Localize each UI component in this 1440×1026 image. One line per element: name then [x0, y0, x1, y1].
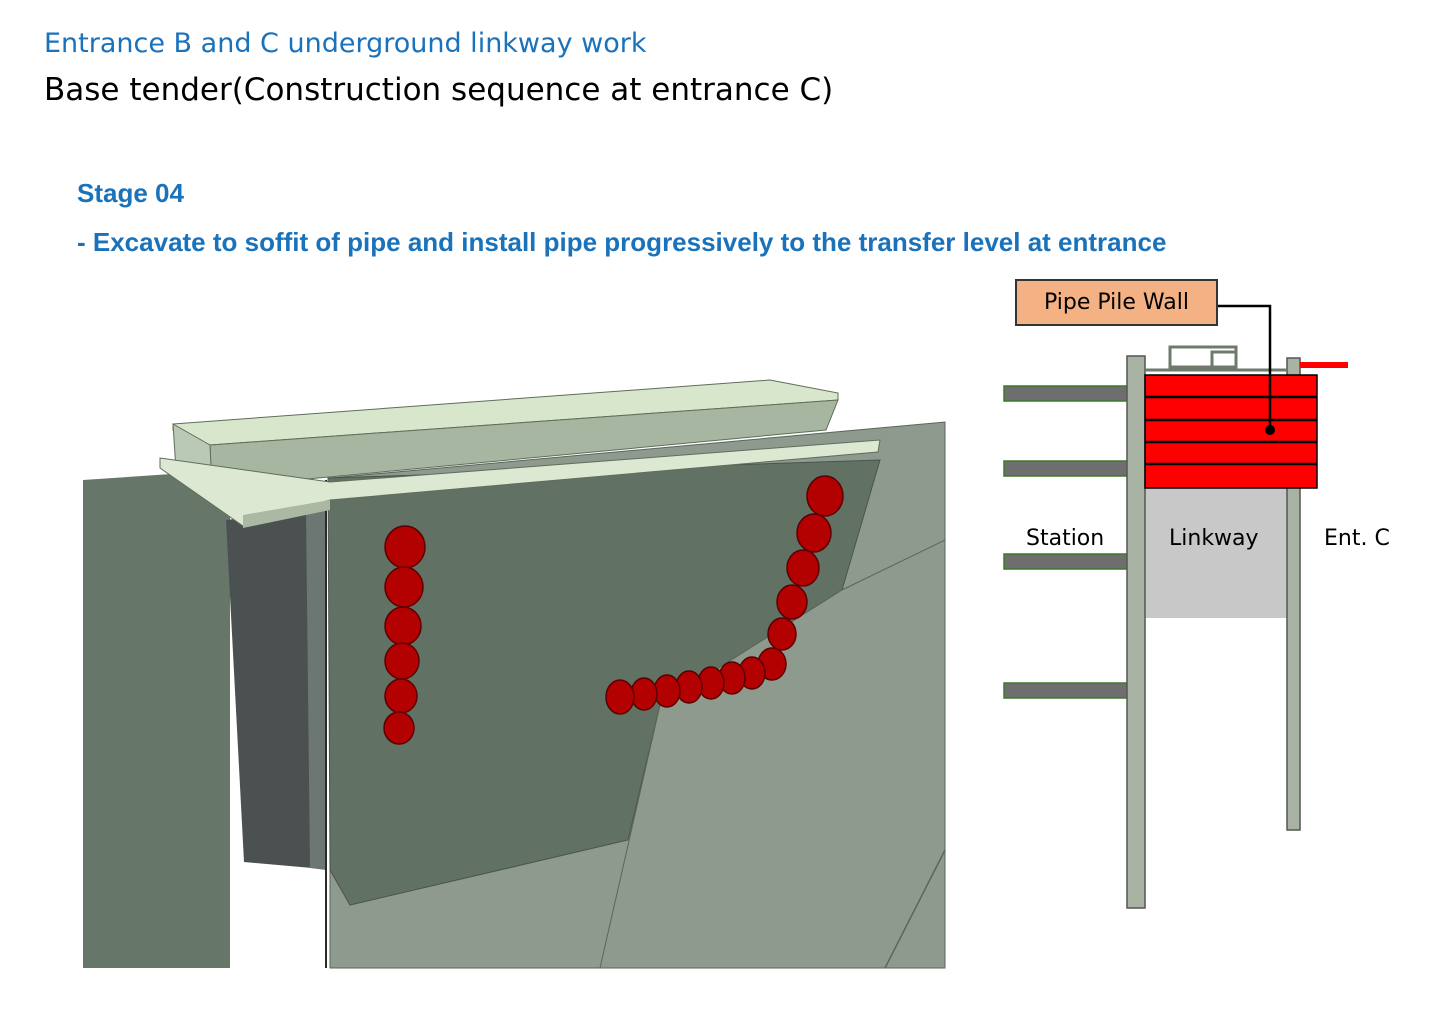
pipe-column-left [383, 525, 426, 745]
page-title: Entrance B and C underground linkway wor… [44, 28, 647, 59]
stage-description: - Excavate to soffit of pipe and install… [77, 227, 1167, 257]
callout-leader [1218, 304, 1272, 430]
strut [1003, 460, 1129, 477]
section-2d-view [1003, 304, 1348, 909]
translucent-panel-lower [599, 539, 946, 969]
strut [1003, 682, 1129, 699]
translucent-panel [327, 459, 881, 906]
station-label: Station [1026, 526, 1105, 551]
linkway-label: Linkway [1169, 526, 1259, 551]
page-subtitle: Base tender(Construction sequence at ent… [44, 72, 834, 108]
level-marker [1300, 362, 1348, 368]
linkway-box [1145, 488, 1287, 618]
pipe-pile-wall-callout: Pipe Pile Wall [1015, 279, 1218, 326]
entrance-c-label: Ent. C [1324, 526, 1390, 551]
strut [1003, 553, 1129, 570]
top-slab [159, 439, 881, 527]
left-retaining-wall [1126, 355, 1146, 909]
linkway-box-edge [306, 508, 326, 870]
linkway-box-side [226, 510, 312, 868]
station-wall-3d [83, 470, 230, 968]
strut [1003, 385, 1129, 402]
stage-label: Stage 04 [77, 178, 184, 208]
model-3d-view [83, 379, 946, 969]
pipe-pile-wall [1144, 374, 1318, 489]
pipe-row-right [605, 475, 844, 715]
top-slab-edge [243, 500, 330, 528]
